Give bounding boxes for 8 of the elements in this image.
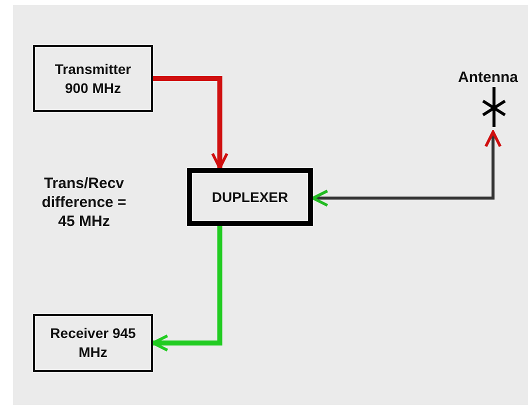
transmitter-box: Transmitter 900 MHz bbox=[33, 45, 153, 112]
receiver-box: Receiver 945 MHz bbox=[33, 314, 153, 372]
duplexer-box: DUPLEXER bbox=[187, 168, 313, 226]
antenna-label: Antenna bbox=[458, 68, 518, 87]
note-text: Trans/Recv difference = 45 MHz bbox=[40, 174, 128, 231]
signal-line bbox=[152, 226, 222, 352]
signal-line bbox=[153, 76, 228, 170]
feed-line bbox=[312, 130, 502, 207]
